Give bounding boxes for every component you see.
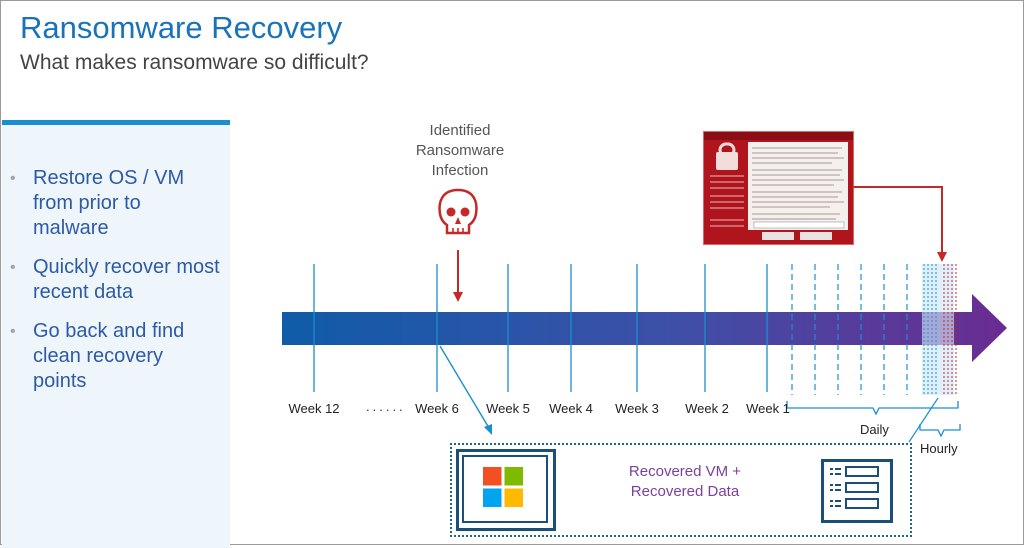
windows-inner-frame: [462, 455, 548, 523]
infection-label: Identified Ransomware Infection: [400, 121, 520, 181]
data-document-frame: [821, 459, 893, 523]
bullet-item: • Quickly recover most recent data: [10, 255, 220, 305]
week-tick-lines: [313, 264, 768, 392]
week-label: Week 6: [415, 401, 459, 416]
bullet-list: • Restore OS / VM from prior to malware •…: [10, 166, 220, 408]
recovered-box: [450, 443, 912, 537]
hourly-brace: [919, 424, 961, 438]
hourly-tick-lines: [923, 264, 957, 395]
recovered-text-line: Recovered Data: [630, 483, 740, 500]
week-label: Week 5: [486, 401, 530, 416]
recovered-text: Recovered VM + Recovered Data: [610, 462, 760, 502]
daily-brace: [786, 401, 959, 416]
hourly-connector: [908, 397, 939, 443]
slide-title: Ransomware Recovery: [20, 10, 343, 45]
timeline-arrow: [282, 294, 1007, 362]
bullet-dot-icon: •: [10, 323, 16, 340]
timeline-ellipsis: ......: [366, 399, 406, 414]
bullet-text: Go back and find clean recovery points: [33, 320, 185, 392]
recovery-arrow: [439, 345, 492, 435]
data-document-icon: [830, 466, 879, 509]
recovered-text-line: Recovered VM +: [628, 463, 742, 480]
bullet-text: Restore OS / VM from prior to malware: [33, 167, 185, 239]
hourly-label: Hourly: [920, 441, 958, 456]
infection-label-line: Identified: [429, 122, 491, 139]
week-label: Week 4: [549, 401, 593, 416]
week-label: Week 3: [615, 401, 659, 416]
week-label: Week 2: [685, 401, 729, 416]
hourly-zone: [922, 264, 954, 395]
week-label: Week 12: [288, 401, 340, 416]
ransom-connector-arrow: [852, 186, 947, 262]
ransom-note-screenshot-icon: [704, 132, 853, 240]
bullet-item: • Restore OS / VM from prior to malware: [10, 166, 220, 241]
daily-label: Daily: [860, 422, 889, 437]
bullet-dot-icon: •: [10, 259, 16, 276]
side-panel: [2, 120, 230, 548]
infection-label-line: Infection: [431, 162, 489, 179]
windows-frame: [456, 449, 556, 531]
skull-icon: [438, 188, 478, 235]
slide-subtitle: What makes ransomware so difficult?: [20, 51, 369, 74]
bullet-item: • Go back and find clean recovery points: [10, 319, 220, 394]
week-label: Week 1: [746, 401, 790, 416]
bullet-dot-icon: •: [10, 170, 16, 187]
bullet-text: Quickly recover most recent data: [33, 256, 220, 303]
windows-logo-icon: [483, 467, 523, 507]
infection-arrow: [453, 250, 463, 302]
infection-label-line: Ransomware: [415, 142, 505, 159]
daily-tick-lines: [791, 264, 908, 395]
ransom-screen-image: [703, 131, 854, 245]
